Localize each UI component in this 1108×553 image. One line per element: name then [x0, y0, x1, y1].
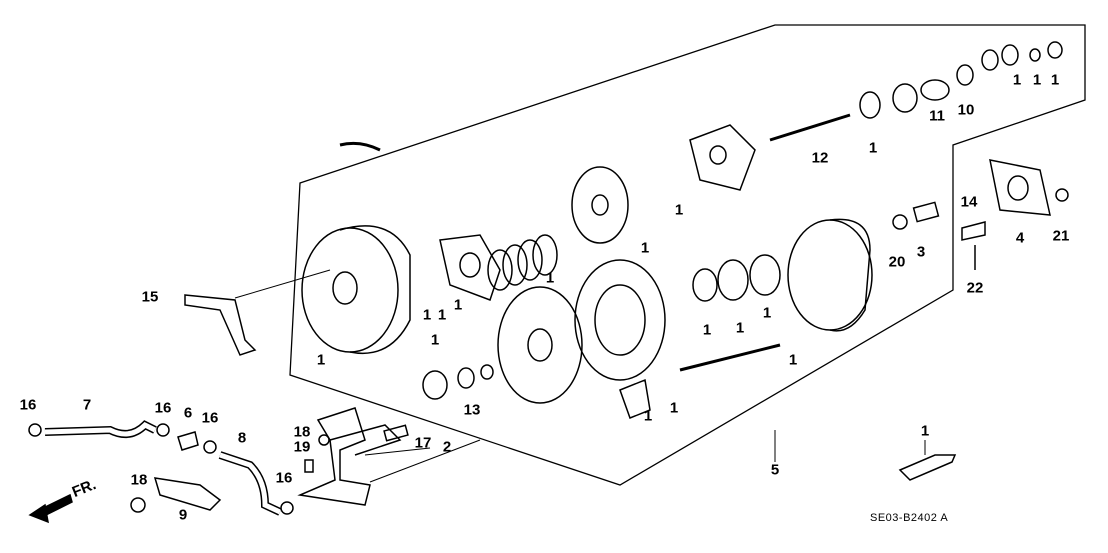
gasket-4: [989, 159, 1051, 216]
bracket-2: [297, 407, 371, 506]
callout-label: 18: [130, 471, 148, 489]
callout-label: 16: [154, 399, 172, 417]
callout-label: 1: [735, 319, 745, 337]
callout-label: 13: [463, 401, 481, 419]
callout-label: 1: [643, 407, 653, 425]
callout-label: 1: [669, 399, 679, 417]
callout-label: 1: [1032, 71, 1042, 89]
callout-label: 14: [960, 193, 978, 211]
callout-label: 7: [82, 396, 92, 414]
callout-label: 1: [316, 351, 326, 369]
gasket: [439, 234, 501, 301]
callout-label: 1: [422, 306, 432, 324]
callout-label: 1: [545, 269, 555, 287]
callout-label: 2: [442, 438, 452, 456]
assembly-boundary: [289, 24, 1086, 486]
grease-tube: [898, 454, 957, 481]
diaphragm-plate: [497, 286, 583, 404]
callout-label: 21: [1052, 227, 1070, 245]
callout-label: 18: [293, 423, 311, 441]
callout-label: 8: [237, 429, 247, 447]
spring: [487, 234, 558, 291]
piston-plate: [571, 166, 629, 244]
rod: [679, 343, 781, 372]
callout-label: 6: [183, 404, 193, 422]
callout-label: 1: [702, 321, 712, 339]
callout-label: 1: [640, 239, 650, 257]
callout-label: 1: [430, 331, 440, 349]
callout-label: 16: [275, 469, 293, 487]
callout-label: 15: [141, 288, 159, 306]
callout-label: 16: [19, 396, 37, 414]
valve-plate: [689, 124, 756, 191]
callout-label: 4: [1015, 229, 1025, 247]
callout-label: 1: [920, 422, 930, 440]
callout-label: 22: [966, 279, 984, 297]
callout-label: 20: [888, 253, 906, 271]
callout-label: 1: [437, 306, 447, 324]
diaphragm: [574, 259, 666, 381]
callout-label: 1: [1012, 71, 1022, 89]
check-valve-6: [177, 431, 199, 451]
callout-label: 5: [770, 461, 780, 479]
rear-shell: [301, 141, 411, 354]
callout-label: 11: [929, 107, 945, 125]
callout-label: 17: [414, 434, 432, 452]
callout-label: 1: [762, 304, 772, 322]
front-shell: [787, 219, 873, 331]
callout-label: 1: [674, 201, 684, 219]
callout-label: 16: [201, 409, 219, 427]
callout-label: 1: [868, 139, 878, 157]
callout-label: 3: [916, 243, 926, 261]
callout-label: 1: [1050, 71, 1060, 89]
callout-label: 1: [453, 296, 463, 314]
clamp-9: [153, 477, 222, 511]
callout-label: 12: [811, 149, 829, 167]
diagram-code: SE03-B2402 A: [870, 512, 949, 524]
callout-label: 9: [178, 506, 188, 524]
bracket-15: [184, 294, 257, 356]
callout-label: 10: [957, 101, 975, 119]
callout-label: 19: [293, 438, 311, 456]
callout-label: 1: [788, 351, 798, 369]
push-rod: [769, 113, 851, 142]
